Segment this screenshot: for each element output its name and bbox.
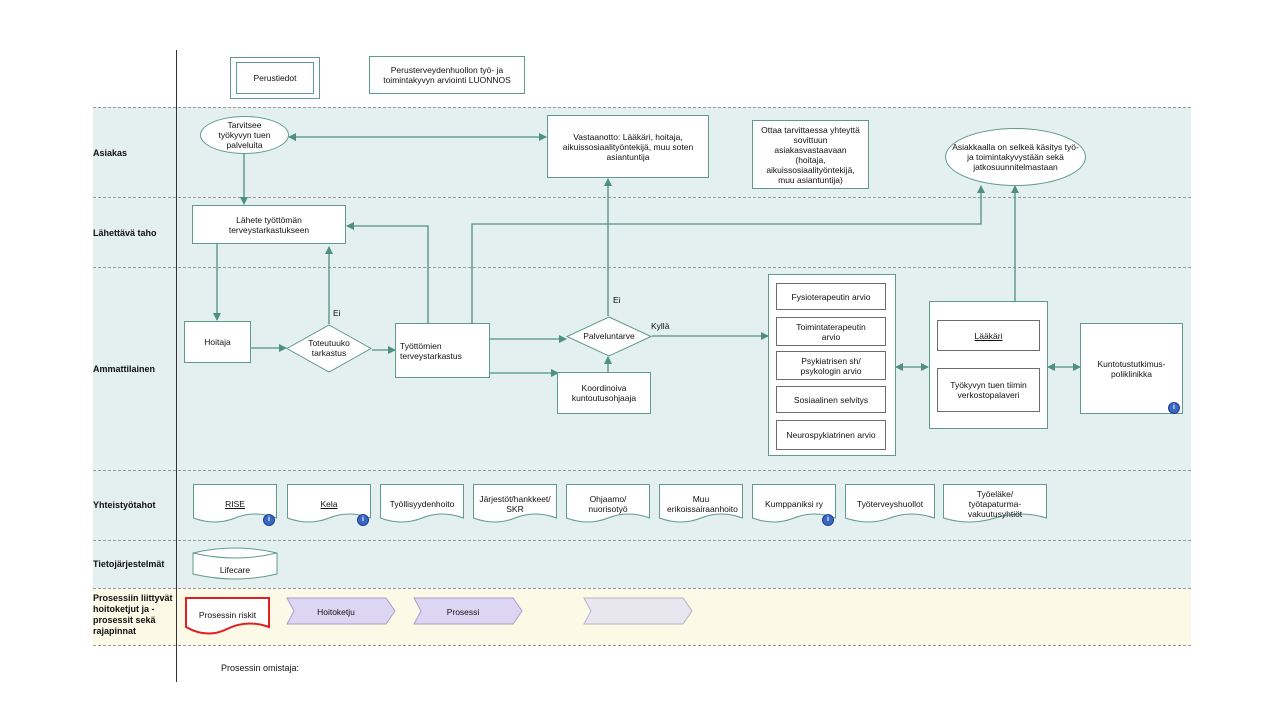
koordinoiva-text: Koordinoiva kuntoutusohjaaja (571, 383, 637, 403)
hoitaja-box[interactable]: Hoitaja (184, 321, 251, 363)
koordinoiva-box[interactable]: Koordinoiva kuntoutusohjaaja (557, 372, 651, 414)
info-icon[interactable]: i (263, 514, 275, 526)
lane-label-tieto: Tietojärjestelmät (93, 559, 165, 569)
laakari-box[interactable]: Lääkäri (937, 320, 1040, 351)
diagram-title-text: Perusterveydenhuollon työ- ja toimintaky… (383, 65, 511, 85)
lifecare-text: Lifecare (219, 565, 251, 575)
separator (93, 197, 1191, 198)
lifecare-database-icon[interactable] (192, 546, 278, 582)
collab-tyoterveyshuollot[interactable]: Työterveyshuollot (845, 484, 935, 523)
fysioterapeutti-box[interactable]: Fysioterapeutin arvio (776, 283, 886, 310)
perustiedot-label: Perustiedot (253, 73, 297, 83)
verkosto-box[interactable]: Työkyvyn tuen tiimin verkostopalaveri (937, 368, 1040, 412)
ottaa-box[interactable]: Ottaa tarvittaessa yhteyttä sovittuun as… (752, 120, 869, 189)
ottaa-text: Ottaa tarvittaessa yhteyttä sovittuun as… (761, 124, 860, 185)
vastaanotto-box[interactable]: Vastaanotto: Lääkäri, hoitaja, aikuissos… (547, 115, 709, 178)
laakari-link[interactable]: Lääkäri (974, 330, 1003, 341)
selkea-text: Asiakkaalla on selkeä käsitys työ- ja to… (952, 142, 1079, 172)
prosessi-text: Prosessi (446, 607, 480, 617)
tyottomien-box[interactable]: Työttömien terveystarkastus (395, 323, 490, 378)
verkosto-text: Työkyvyn tuen tiimin verkostopalaveri (950, 380, 1027, 400)
neuropsykiatrinen-box[interactable]: Neurospykiatrinen arvio (776, 420, 886, 450)
palveluntarve-text: Palveluntarve (583, 331, 635, 341)
empty-chevron[interactable] (583, 597, 693, 625)
tarvitsee-ellipse[interactable]: Tarvitsee työkyvyn tuen palveluita (200, 116, 289, 154)
tyollisyydenhoito-text: Työllisyydenhoito (389, 499, 455, 509)
lane-label-yhteistyo: Yhteistyötahot (93, 500, 156, 510)
sosiaalinen-text: Sosiaalinen selvitys (793, 394, 869, 405)
collab-kumppaniksi[interactable]: Kumppaniksi ry (752, 484, 836, 523)
tyoterveyshuollot-text: Työterveyshuollot (856, 499, 924, 509)
kumppaniksi-text: Kumppaniksi ry (764, 499, 824, 509)
erikoissairaanhoito-text: Muu erikoissairaanhoito (667, 494, 738, 514)
collab-tyoelake[interactable]: Työeläke/ työtapaturma-vakuutusyhtiöt (943, 484, 1047, 523)
palveluntarve-diamond[interactable] (566, 316, 652, 357)
jarjestot-text: Järjestöt/hankkeet/ SKR (479, 494, 551, 514)
rise-link[interactable]: RISE (225, 499, 245, 509)
collab-tyollisyydenhoito[interactable]: Työllisyydenhoito (380, 484, 464, 523)
separator (93, 588, 1191, 589)
collab-ohjaamo[interactable]: Ohjaamo/ nuorisotyö (566, 484, 650, 523)
separator (93, 107, 1191, 108)
lane-label-lahettava: Lähettävä taho (93, 228, 157, 238)
toteutuuko-diamond[interactable] (286, 324, 372, 373)
info-icon[interactable]: i (822, 514, 834, 526)
ohjaamo-text: Ohjaamo/ nuorisotyö (588, 494, 628, 514)
label-column-divider (176, 50, 177, 682)
fysioterapeutti-text: Fysioterapeutin arvio (791, 291, 871, 302)
ei-label-2: Ei (613, 295, 621, 305)
prosessi-chevron[interactable]: Prosessi (413, 597, 523, 625)
info-icon[interactable]: i (357, 514, 369, 526)
collab-erikoissairaanhoito[interactable]: Muu erikoissairaanhoito (659, 484, 743, 523)
lahete-text: Lähete työttömän terveystarkastukseen (228, 214, 310, 235)
sosiaalinen-box[interactable]: Sosiaalinen selvitys (776, 386, 886, 413)
lane-label-asiakas: Asiakas (93, 148, 128, 158)
process-owner-label: Prosessin omistaja: (221, 663, 300, 673)
diagram-title: Perusterveydenhuollon työ- ja toimintaky… (369, 56, 525, 94)
perustiedot-box[interactable]: Perustiedot (230, 57, 320, 99)
separator (93, 540, 1191, 541)
separator (93, 645, 1191, 646)
toimintaterapeutti-text: Toimintaterapeutin arvio (796, 321, 866, 342)
vastaanotto-text: Vastaanotto: Lääkäri, hoitaja, aikuissos… (562, 131, 694, 162)
toimintaterapeutti-box[interactable]: Toimintaterapeutin arvio (776, 317, 886, 346)
neuropsykiatrinen-text: Neurospykiatrinen arvio (786, 430, 876, 440)
prosessin-riskit[interactable]: Prosessin riskit (185, 597, 270, 635)
tyottomien-text: Työttömien terveystarkastus (400, 340, 462, 361)
ei-label-1: Ei (333, 308, 341, 318)
kela-link[interactable]: Kela (320, 499, 338, 509)
collab-rise[interactable]: RISE (193, 484, 277, 523)
collab-kela[interactable]: Kela (287, 484, 371, 523)
selkea-ellipse[interactable]: Asiakkaalla on selkeä käsitys työ- ja to… (945, 128, 1086, 186)
kuntotutkimus-text: Kuntotustutkimus-poliklinikka (1097, 358, 1166, 379)
lane-label-ammattilainen: Ammattilainen (93, 364, 156, 374)
kuntotutkimus-box[interactable]: Kuntotustutkimus-poliklinikka (1080, 323, 1183, 414)
lahete-box[interactable]: Lähete työttömän terveystarkastukseen (192, 205, 346, 244)
hoitoketju-text: Hoitoketju (317, 607, 355, 617)
tarvitsee-text: Tarvitsee työkyvyn tuen palveluita (218, 120, 271, 150)
toteutuuko-text: Toteutuuko tarkastus (308, 338, 350, 358)
tyoelake-text: Työeläke/ työtapaturma-vakuutusyhtiöt (967, 489, 1023, 519)
kylla-label: Kyllä (651, 321, 670, 331)
hoitaja-text: Hoitaja (204, 337, 231, 347)
psykiatrinen-text: Psykiatrisen sh/ psykologin arvio (800, 355, 862, 376)
hoitoketju-chevron[interactable]: Hoitoketju (286, 597, 396, 625)
collab-jarjestot[interactable]: Järjestöt/hankkeet/ SKR (473, 484, 557, 523)
lane-label-prosessit: Prosessiin liittyvät hoitoketjut ja -pro… (93, 593, 173, 636)
psykiatrinen-box[interactable]: Psykiatrisen sh/ psykologin arvio (776, 351, 886, 380)
separator (93, 470, 1191, 471)
riskit-text: Prosessin riskit (198, 610, 257, 620)
separator (93, 267, 1191, 268)
info-icon[interactable]: i (1168, 402, 1180, 414)
